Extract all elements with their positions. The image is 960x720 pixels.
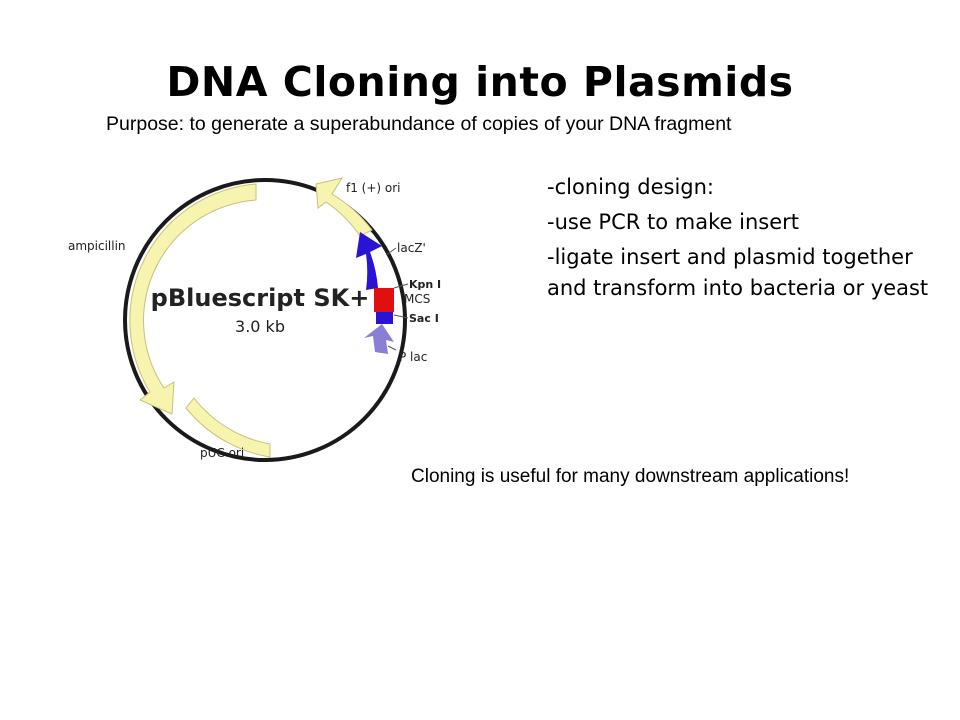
- plasmid-map: pBluescript SK+ 3.0 kb f1 (+) ori lacZ' …: [68, 177, 441, 462]
- kpn-label: Kpn I: [409, 278, 441, 291]
- f1-ori-arrow: [315, 177, 373, 237]
- bullet-list: -cloning design: -use PCR to make insert…: [547, 172, 947, 308]
- f1-ori-label: f1 (+) ori: [346, 181, 401, 195]
- bullet-item: -cloning design:: [547, 175, 715, 199]
- mcs-block: [374, 288, 394, 312]
- plasmid-name-label: pBluescript SK+: [151, 284, 370, 312]
- bullet-item: -ligate insert and plasmid together and …: [547, 245, 929, 300]
- plasmid-size-label: 3.0 kb: [235, 317, 285, 336]
- ampicillin-label: ampicillin: [68, 239, 126, 253]
- cloning-note: Cloning is useful for many downstream ap…: [411, 466, 850, 487]
- plac-label: P lac: [399, 350, 427, 364]
- plac-arrow: [364, 324, 394, 354]
- plasmid-backbone: [123, 178, 407, 462]
- lacz-arrow: [356, 232, 382, 290]
- bullet-item: -use PCR to make insert: [547, 210, 799, 234]
- mcs-label: MCS: [404, 292, 430, 306]
- ampicillin-arrow: [129, 183, 257, 415]
- lacz-label: lacZ': [397, 241, 426, 255]
- puc-ori-label: pUC ori: [200, 446, 244, 460]
- slide-subtitle: Purpose: to generate a superabundance of…: [106, 113, 732, 135]
- slide-title: DNA Cloning into Plasmids: [166, 58, 794, 106]
- puc-ori-feature: [185, 397, 271, 458]
- lacz-lower-segment: [376, 312, 393, 324]
- sac-label: Sac I: [409, 312, 439, 325]
